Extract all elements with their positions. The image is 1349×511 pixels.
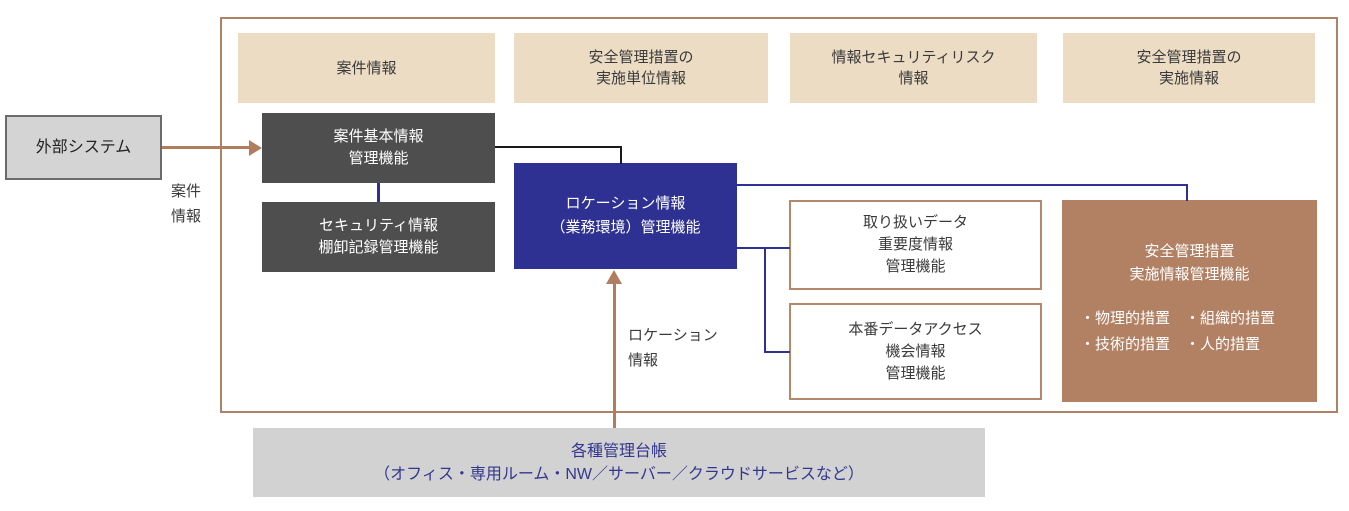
- data-importance-box: 取り扱いデータ 重要度情報 管理機能: [789, 200, 1042, 290]
- case-basic-info-box: 案件基本情報 管理機能: [262, 113, 495, 183]
- connector-case-to-location-h: [495, 146, 622, 148]
- external-system-box: 外部システム: [5, 115, 162, 180]
- case-info-arrowhead-icon: [249, 140, 262, 156]
- connector-location-branch-h2: [764, 351, 790, 353]
- prod-data-access-box: 本番データアクセス 機会情報 管理機能: [789, 303, 1042, 400]
- safety-measures-title: 安全管理措置 実施情報管理機能: [1129, 243, 1250, 283]
- connector-darkboxes: [377, 183, 380, 202]
- header-security-risk-info: 情報セキュリティリスク 情報: [790, 33, 1037, 103]
- connector-location-to-safety-h: [737, 184, 1188, 186]
- case-info-arrow-shaft: [162, 146, 250, 149]
- header-safety-impl-info: 安全管理措置の 実施情報: [1063, 33, 1315, 103]
- safety-measures-box: 安全管理措置 実施情報管理機能 ・物理的措置 ・組織的措置 ・技術的措置 ・人的…: [1062, 200, 1317, 402]
- location-info-arrowhead-icon: [606, 270, 622, 284]
- location-info-box: ロケーション情報 （業務環境）管理機能: [514, 163, 737, 269]
- header-case-info: 案件情報: [238, 33, 495, 103]
- location-info-arrow-shaft: [613, 283, 616, 428]
- connector-location-branch-h1: [737, 247, 790, 249]
- system-boundary-frame: [220, 17, 1338, 413]
- case-info-flow-label: 案件 情報: [171, 183, 202, 225]
- safety-measures-bullets: ・物理的措置 ・組織的措置 ・技術的措置 ・人的措置: [1080, 310, 1276, 353]
- header-safety-unit-info: 安全管理措置の 実施単位情報: [514, 33, 768, 103]
- ledger-box: 各種管理台帳 （オフィス・専用ルーム・NW／サーバー／クラウドサービスなど）: [253, 428, 985, 497]
- location-info-flow-label: ロケーション 情報: [628, 327, 718, 369]
- connector-location-branch-v: [764, 247, 766, 353]
- security-inventory-box: セキュリティ情報 棚卸記録管理機能: [262, 202, 495, 272]
- connector-location-to-safety-v: [1186, 184, 1188, 201]
- connector-case-to-location-v: [620, 146, 622, 164]
